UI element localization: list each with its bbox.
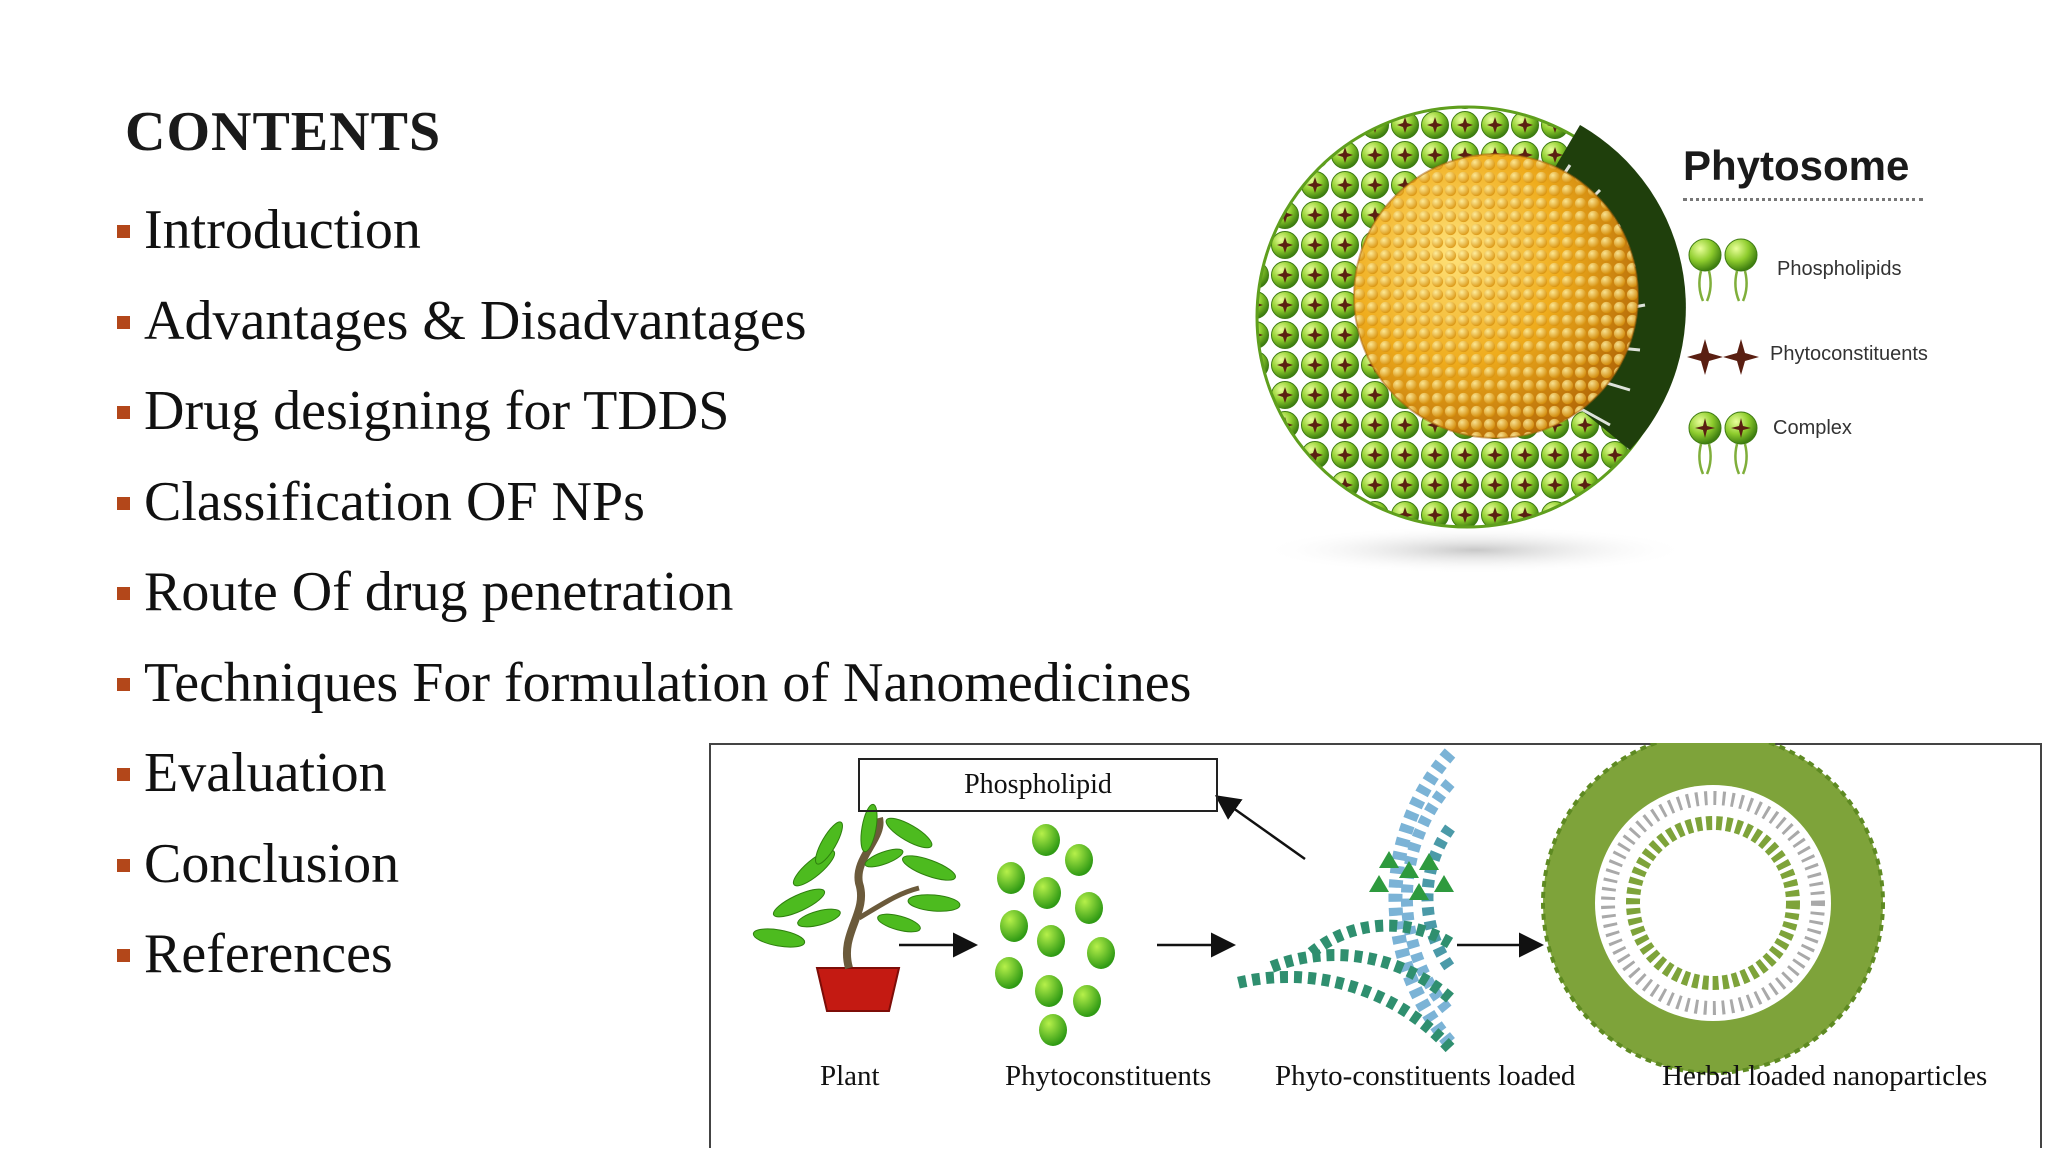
contents-item: Introduction <box>112 192 1191 283</box>
phytoconstituents-icon <box>995 824 1115 1046</box>
contents-list: Introduction Advantages & Disadvantages … <box>112 192 1191 1007</box>
stage-label-phytoconstituents: Phytoconstituents <box>1005 1060 1212 1092</box>
bullet-marker-icon <box>117 858 130 872</box>
stage-label-plant: Plant <box>820 1060 880 1092</box>
bullet-marker-icon <box>117 768 130 781</box>
contents-item-label: References <box>144 923 393 985</box>
complex-icon <box>1688 411 1758 475</box>
contents-item: Conclusion <box>112 826 1191 917</box>
stage-label-nanoparticles: Herbal loaded nanoparticles <box>1662 1060 1988 1092</box>
contents-item: Route Of drug penetration <box>112 554 1191 645</box>
bullet-marker-icon <box>117 677 130 691</box>
process-diagram <box>752 743 1885 1075</box>
herbal-nanoparticle-icon <box>1541 743 1885 1075</box>
phospholipid-label: Phospholipid <box>858 758 1218 812</box>
stage-label-loaded: Phyto-constituents loaded <box>1275 1060 1576 1092</box>
contents-item: Evaluation <box>112 735 1191 826</box>
legend-label-complex: Complex <box>1773 417 1852 439</box>
bullet-marker-icon <box>117 315 130 329</box>
contents-item: Drug designing for TDDS <box>112 373 1191 464</box>
phytosome-illustration <box>1255 105 1759 574</box>
phytosome-title: Phytosome <box>1683 142 1910 189</box>
bullet-marker-icon <box>117 225 130 238</box>
bullet-marker-icon <box>117 496 130 510</box>
bullet-marker-icon <box>117 949 130 962</box>
contents-item: References <box>112 916 1191 1007</box>
bullet-marker-icon <box>117 406 130 419</box>
legend-label-phytoconstituents: Phytoconstituents <box>1770 343 1928 365</box>
contents-item: Classification OF NPs <box>112 464 1191 555</box>
contents-item-label: Route Of drug penetration <box>144 561 734 623</box>
contents-item-label: Evaluation <box>144 742 387 804</box>
contents-item-label: Advantages & Disadvantages <box>144 289 807 352</box>
legend-label-phospholipids: Phospholipids <box>1777 258 1902 280</box>
loaded-vesicle-icon <box>1235 748 1456 1053</box>
contents-item-label: Classification OF NPs <box>144 470 645 533</box>
phospholipid-icon <box>1688 238 1758 302</box>
contents-item: Advantages & Disadvantages <box>112 283 1191 374</box>
contents-item-label: Techniques For formulation of Nanomedici… <box>144 651 1192 714</box>
contents-heading: CONTENTS <box>125 101 442 163</box>
contents-item-label: Drug designing for TDDS <box>144 380 730 442</box>
phytosome-title-underline <box>1683 198 1923 201</box>
plant-icon <box>752 803 961 1012</box>
contents-item-label: Introduction <box>144 199 421 261</box>
contents-item-label: Conclusion <box>144 832 400 895</box>
phytoconstituent-star-icon <box>1687 339 1759 375</box>
bullet-marker-icon <box>117 587 130 600</box>
contents-item: Techniques For formulation of Nanomedici… <box>112 645 1191 736</box>
